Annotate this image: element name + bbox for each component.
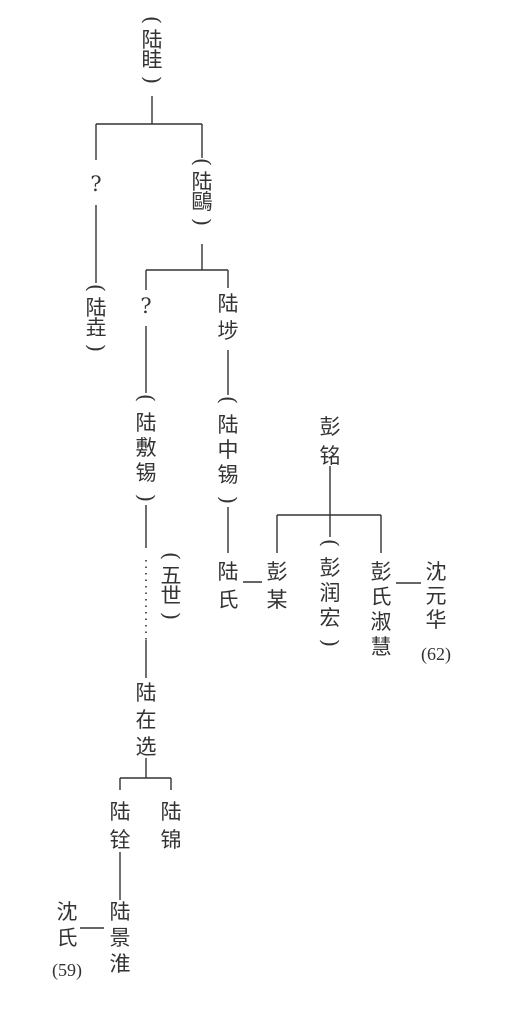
- name-character: 景: [110, 926, 131, 950]
- name-character: 陆: [110, 800, 131, 824]
- name-character: 垚: [86, 316, 107, 340]
- name-character: 彭: [320, 556, 341, 580]
- name-character: 彭: [371, 560, 392, 584]
- name-character: 彭: [320, 415, 341, 439]
- person-lu-quan: 陆铨: [110, 800, 131, 852]
- parenthesis-mark: (: [159, 552, 183, 560]
- name-character: 锦: [161, 828, 182, 852]
- name-character: 元: [426, 584, 447, 608]
- name-character: 锡: [218, 463, 239, 487]
- name-character: 中: [218, 438, 239, 462]
- name-character: 慧: [371, 635, 392, 659]
- name-character: 氏: [218, 588, 239, 612]
- name-character: 世: [161, 584, 182, 608]
- person-lu-fuxi: ( 陆敷锡): [134, 394, 158, 502]
- name-character: 陆: [110, 900, 131, 924]
- person-peng-ming: 彭铭: [320, 415, 341, 468]
- name-character: 氏: [57, 926, 78, 950]
- name-character: 陆: [218, 413, 239, 437]
- parenthesis-mark: (: [318, 539, 342, 547]
- parenthesis-mark: ): [84, 344, 108, 352]
- person-unknown-1: ?: [90, 172, 101, 196]
- name-character: 在: [136, 708, 157, 732]
- name-character: 陆: [218, 292, 239, 316]
- parenthesis-mark: ): [190, 218, 214, 226]
- name-character: 眭: [142, 48, 163, 72]
- person-shen-shi: 沈氏 (59): [52, 900, 82, 981]
- name-character: 氏: [371, 585, 392, 609]
- person-number: (62): [421, 644, 451, 665]
- person-unknown-2: ?: [140, 294, 151, 318]
- name-character: 沈: [57, 900, 78, 924]
- name-character: 陆: [86, 296, 107, 320]
- name-character: ?: [90, 172, 101, 196]
- name-character: 陆: [161, 800, 182, 824]
- person-lu-ou: ( 陆鷗): [190, 158, 214, 226]
- person-lu-zaixuan: 陆在选: [136, 681, 157, 759]
- name-character: 润: [320, 581, 341, 605]
- parenthesis-mark: (: [190, 158, 214, 166]
- parenthesis-mark: ): [318, 639, 342, 647]
- name-character: 沈: [426, 560, 447, 584]
- name-character: 敷: [136, 436, 157, 460]
- name-character: 铨: [110, 828, 131, 852]
- person-lu-jin: 陆锦: [161, 800, 182, 852]
- name-character: 淑: [371, 610, 392, 634]
- person-peng-mou: 彭某: [267, 560, 288, 612]
- parenthesis-mark: ): [216, 496, 240, 504]
- person-lu-bang: 陆埗: [218, 292, 239, 343]
- person-shen-yuanhua: 沈元华 (62): [421, 560, 451, 665]
- name-character: 淮: [110, 952, 131, 976]
- parenthesis-mark: (: [216, 396, 240, 404]
- name-character: 埗: [218, 319, 239, 343]
- name-character: 鷗: [192, 190, 213, 214]
- parenthesis-mark: (: [84, 284, 108, 292]
- parenthesis-mark: ): [140, 76, 164, 84]
- person-lu-zhuang: ( 陆垚): [84, 284, 108, 352]
- parenthesis-mark: ): [134, 494, 158, 502]
- name-character: 某: [267, 588, 288, 612]
- person-peng-runhong: ( 彭润宏): [318, 539, 342, 647]
- person-lu-zhongxi: ( 陆中锡): [216, 396, 240, 504]
- connector-lines: [80, 96, 421, 929]
- parenthesis-mark: ): [159, 612, 183, 620]
- person-wu-shi: ( 五世): [159, 552, 183, 620]
- parenthesis-mark: (: [140, 16, 164, 24]
- name-character: 五: [161, 564, 182, 588]
- name-character: 彭: [267, 560, 288, 584]
- name-character: 陆: [136, 411, 157, 435]
- person-labels: (陆眭)?(陆鷗)(陆垚)?陆埗(陆敷锡)(陆中锡)彭铭(五世)陆氏彭某(彭润宏…: [52, 16, 451, 981]
- name-character: ?: [140, 294, 151, 318]
- person-lu-gui: ( 陆眭): [140, 16, 164, 84]
- name-character: 宏: [320, 606, 341, 630]
- person-lu-shi: 陆氏: [218, 560, 239, 612]
- name-character: 陆: [136, 681, 157, 705]
- person-lu-jinghuai: 陆景淮: [110, 900, 131, 976]
- name-character: 铭: [320, 444, 341, 468]
- person-number: (59): [52, 960, 82, 981]
- name-character: 选: [136, 735, 157, 759]
- name-character: 陆: [192, 170, 213, 194]
- parenthesis-mark: (: [134, 394, 158, 402]
- name-character: 陆: [142, 28, 163, 52]
- name-character: 华: [426, 608, 447, 632]
- name-character: 陆: [218, 560, 239, 584]
- name-character: 锡: [136, 461, 157, 485]
